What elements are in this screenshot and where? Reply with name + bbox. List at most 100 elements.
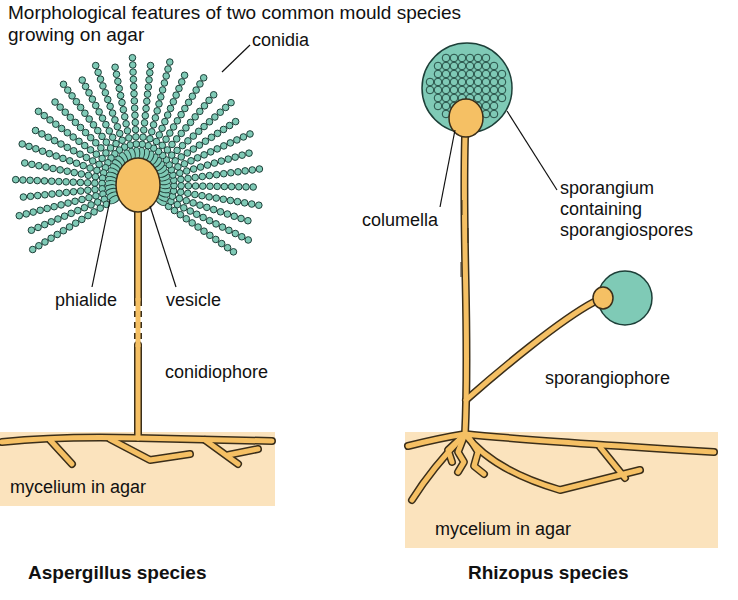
conidium: [130, 83, 137, 90]
sporangiospore: [490, 86, 498, 94]
conidium: [28, 227, 35, 234]
conidium: [200, 75, 207, 82]
conidium: [106, 128, 113, 135]
conidium: [166, 59, 173, 66]
conidium: [80, 162, 87, 169]
conidium: [34, 192, 41, 199]
conidium: [91, 209, 98, 216]
conidium: [131, 98, 138, 105]
conidium: [199, 173, 206, 180]
conidium: [211, 160, 218, 167]
conidium: [70, 188, 77, 195]
conidium: [163, 73, 170, 80]
sporangiospore: [466, 54, 474, 62]
conidium: [173, 92, 180, 99]
conidium: [206, 194, 213, 201]
conidium: [61, 213, 68, 220]
sporangiospore: [442, 70, 450, 78]
conidium: [213, 221, 220, 228]
conidium: [210, 91, 217, 98]
conidium: [104, 96, 111, 103]
conidium: [73, 98, 80, 105]
conidium: [207, 149, 214, 156]
conidium: [84, 180, 91, 187]
conidium: [42, 239, 49, 246]
sporangiospore: [442, 54, 450, 62]
sporangiospore: [482, 70, 490, 78]
sporangiospore: [450, 54, 458, 62]
conidium: [81, 204, 88, 211]
conidium: [67, 114, 74, 121]
conidium: [195, 224, 202, 231]
conidium: [92, 102, 99, 109]
sporangiospore: [498, 86, 506, 94]
conidium: [184, 150, 191, 157]
leader-line: [92, 200, 110, 287]
conidium: [234, 198, 241, 205]
conidium: [214, 146, 221, 153]
conidium: [220, 143, 227, 150]
conidium: [227, 140, 234, 147]
conidium: [32, 146, 39, 153]
conidium: [86, 194, 93, 201]
conidium: [183, 125, 190, 132]
conidium: [96, 109, 103, 116]
conidium: [77, 104, 84, 111]
conidium: [178, 154, 185, 161]
conidium: [220, 126, 227, 133]
conidium: [72, 198, 79, 205]
conidium: [130, 76, 137, 83]
sporangiospore: [442, 86, 450, 94]
conidium: [27, 193, 34, 200]
sporangiospore: [466, 78, 474, 86]
sporangiospore: [458, 62, 466, 70]
sporangiospore: [482, 62, 490, 70]
conidium: [218, 158, 225, 165]
conidium: [70, 134, 77, 141]
conidium: [243, 184, 250, 191]
conidium: [227, 197, 234, 204]
conidium: [60, 227, 67, 234]
conidium: [65, 200, 72, 207]
conidium: [81, 142, 88, 149]
conidium: [66, 158, 73, 165]
conidium: [79, 77, 86, 84]
conidium: [49, 191, 56, 198]
vesicle-shape: [116, 158, 160, 212]
conidium: [177, 170, 184, 177]
conidium: [86, 90, 93, 97]
conidium: [94, 127, 101, 134]
sporangiospore: [490, 78, 498, 86]
conidium: [77, 179, 84, 186]
conidium: [56, 178, 63, 185]
conidium: [116, 130, 123, 137]
hypha-break-fill: [136, 298, 141, 347]
conidium: [164, 112, 171, 119]
conidium: [148, 128, 155, 135]
sporangiospore: [434, 94, 442, 102]
conidium: [183, 215, 190, 222]
conidium: [167, 105, 174, 112]
conidium: [167, 130, 174, 137]
sporangiospore: [434, 86, 442, 94]
conidium: [200, 214, 207, 221]
conidium: [92, 186, 99, 193]
conidium: [174, 201, 181, 208]
conidium: [99, 115, 106, 122]
sporangiospore: [490, 62, 498, 70]
conidium: [219, 224, 226, 231]
conidium: [147, 69, 154, 76]
conidium: [176, 85, 183, 92]
conidium: [231, 213, 238, 220]
conidium: [250, 184, 257, 191]
sporangiospore: [442, 78, 450, 86]
conidium: [152, 115, 159, 122]
conidium: [220, 170, 227, 177]
conidium: [196, 142, 203, 149]
conidium: [217, 209, 224, 216]
conidium: [109, 134, 116, 141]
conidium: [249, 167, 256, 174]
conidium: [214, 183, 221, 190]
conidium: [55, 216, 62, 223]
conidium: [197, 108, 204, 115]
